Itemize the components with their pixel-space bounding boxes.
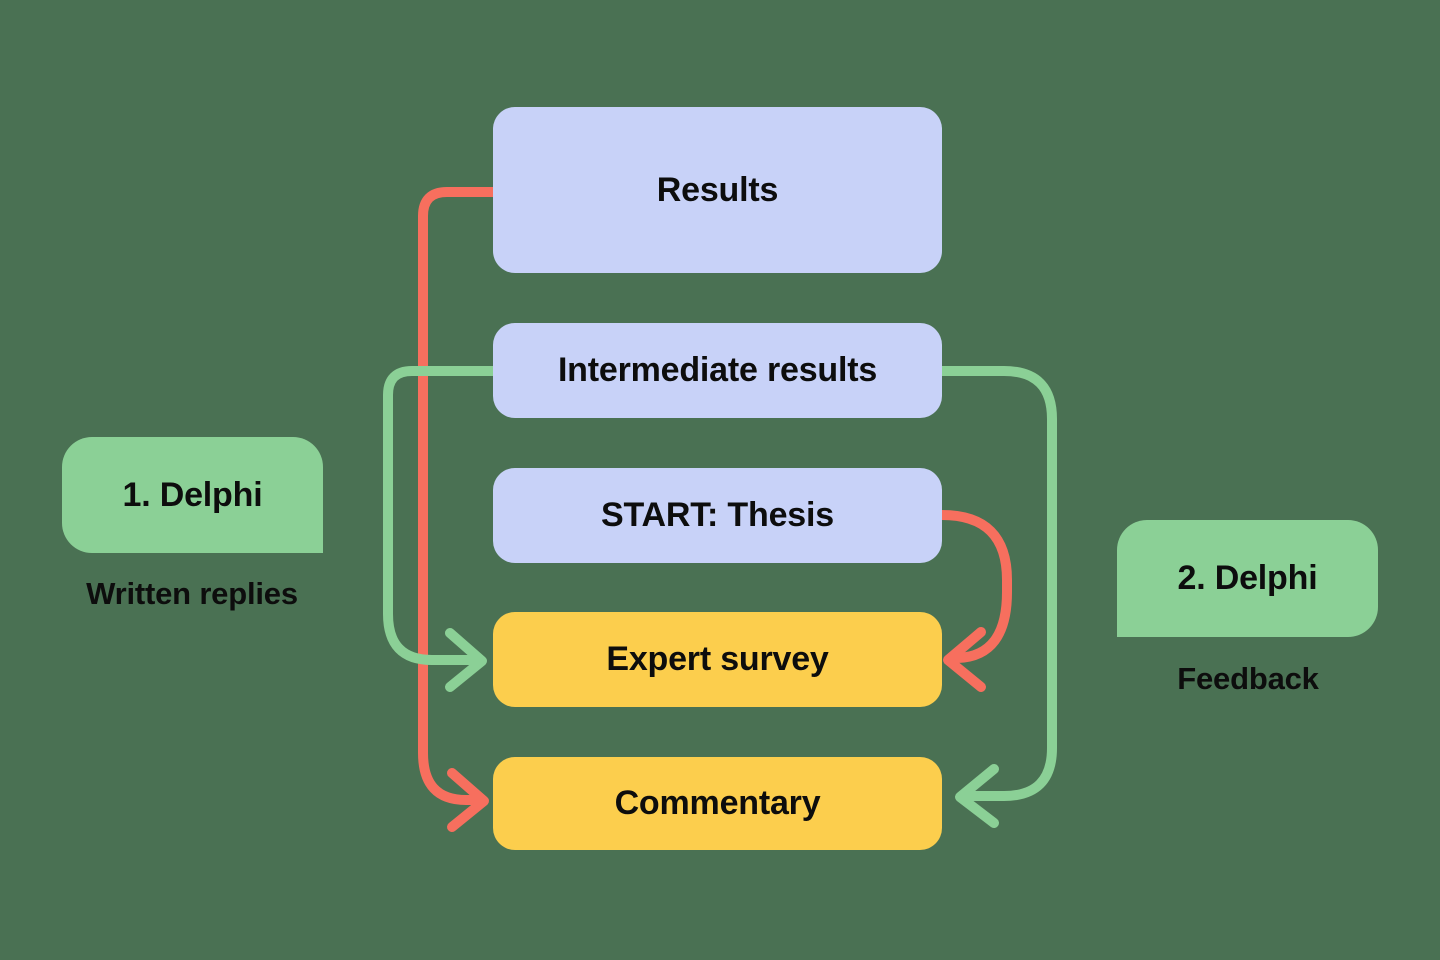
arrow-start-thesis-to-expert-survey-head [943,627,986,692]
arrow-results-to-commentary-line [418,187,498,805]
bubble-delphi-1: 1. Delphi [62,437,323,553]
arrow-intermediate-to-expert-survey [383,366,498,692]
node-results: Results [493,107,942,273]
node-expert-survey: Expert survey [493,612,942,707]
bubble-delphi-2: 2. Delphi [1117,520,1378,637]
arrow-start-thesis-to-expert-survey [937,510,1012,692]
arrow-results-to-commentary-head [447,768,489,832]
arrow-intermediate-to-expert-survey-head [445,628,487,692]
node-intermediate-results: Intermediate results [493,323,942,418]
caption-delphi-2: Feedback [1177,661,1319,696]
node-start-thesis: START: Thesis [493,468,942,563]
arrow-intermediate-to-commentary-head [955,764,999,828]
arrow-start-thesis-to-expert-survey-line [937,510,1012,663]
arrow-intermediate-to-commentary-line [937,366,1057,801]
arrow-results-to-commentary [418,187,498,832]
arrow-intermediate-to-commentary [937,366,1057,828]
arrow-intermediate-to-expert-survey-line [383,366,498,665]
caption-delphi-1: Written replies [86,576,298,611]
node-commentary: Commentary [493,757,942,850]
